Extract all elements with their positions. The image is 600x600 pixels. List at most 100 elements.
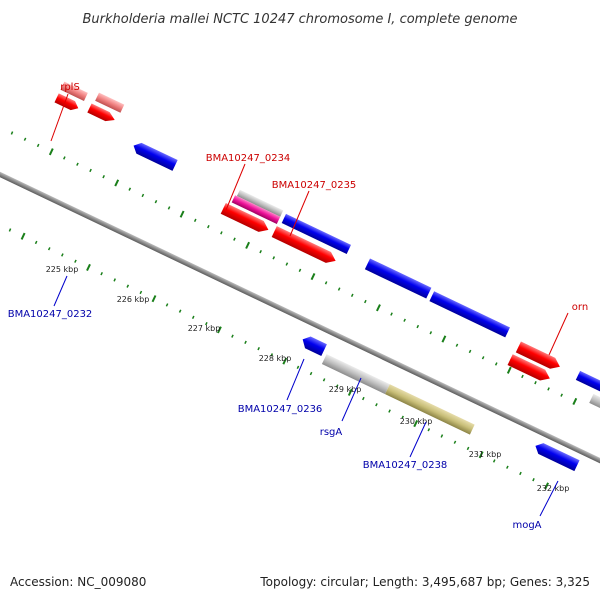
label-bma10247-0234[interactable]: BMA10247_0234 xyxy=(206,153,291,164)
gene-labels: rplS BMA10247_0234 BMA10247_0235 orn BMA… xyxy=(8,82,589,531)
tick-label-227: 227 kbp xyxy=(188,324,221,333)
tick-label-231: 231 kbp xyxy=(469,450,502,459)
gc-skew-tick xyxy=(244,340,247,345)
gc-skew-tick xyxy=(364,299,367,304)
gc-skew-tick xyxy=(245,241,251,249)
gc-skew-tick xyxy=(403,318,406,322)
gc-skew-tick xyxy=(231,334,234,338)
gc-skew-tick xyxy=(126,284,130,288)
gc-skew-tick xyxy=(10,131,14,135)
gc-skew-tick xyxy=(151,295,157,303)
gc-skew-tick xyxy=(390,312,393,316)
label-bma10247-0235[interactable]: BMA10247_0235 xyxy=(272,180,357,191)
label-orn[interactable]: orn xyxy=(572,302,588,313)
gc-skew-tick xyxy=(375,403,378,407)
gene-red-0235-below[interactable] xyxy=(271,226,339,266)
gc-skew-tick xyxy=(76,162,79,166)
label-bma10247-0238[interactable]: BMA10247_0238 xyxy=(363,460,448,471)
genome-backbone xyxy=(0,151,600,484)
gc-skew-tick xyxy=(8,228,12,232)
gc-skew-tick xyxy=(544,482,550,490)
gc-skew-tick xyxy=(416,324,420,329)
gc-skew-tick xyxy=(259,249,262,254)
gc-skew-tick xyxy=(193,218,197,223)
gc-skew-tick xyxy=(560,393,563,397)
gc-skew-tick xyxy=(350,293,354,298)
gc-skew-tick xyxy=(36,143,40,148)
gene-blue-mid-1[interactable] xyxy=(364,258,432,299)
gene-bma10247-0236[interactable] xyxy=(300,334,327,356)
tick-label-225: 225 kbp xyxy=(46,265,79,274)
gc-skew-tick xyxy=(270,353,274,357)
label-rplS[interactable]: rplS xyxy=(60,82,80,93)
gc-skew-tick xyxy=(494,362,498,366)
gc-skew-tick xyxy=(362,396,365,401)
gc-skew-tick xyxy=(427,428,431,432)
gc-skew-tick xyxy=(74,259,77,263)
tick-label-228: 228 kbp xyxy=(259,354,292,363)
gc-skew-tick xyxy=(89,168,92,173)
gene-red-left[interactable] xyxy=(54,93,80,112)
label-rsgA[interactable]: rsgA xyxy=(320,427,343,438)
gc-skew-tick xyxy=(233,237,236,241)
gc-skew-tick xyxy=(61,253,64,257)
tick-label-226: 226 kbp xyxy=(117,295,150,304)
gc-skew-tick xyxy=(335,384,339,388)
gene-bma10247-0235[interactable] xyxy=(281,213,351,254)
map-title: Burkholderia mallei NCTC 10247 chromosom… xyxy=(82,12,517,27)
gc-skew-tick xyxy=(534,381,537,385)
gene-bma10247-0234[interactable] xyxy=(231,195,281,224)
gene-red-rplS-adjacent[interactable] xyxy=(87,103,117,124)
gene-orn[interactable] xyxy=(515,341,563,373)
gc-skew-tick xyxy=(478,451,484,459)
label-bma10247-0236[interactable]: BMA10247_0236 xyxy=(238,404,323,415)
topology-summary: Topology: circular; Length: 3,495,687 bp… xyxy=(259,575,590,589)
gc-skew-tick xyxy=(324,281,328,285)
label-bma10247-0232[interactable]: BMA10247_0232 xyxy=(8,309,93,320)
gene-gray-0234[interactable] xyxy=(236,189,284,217)
gene-blue-far-right[interactable] xyxy=(575,370,600,398)
gc-skew-tick xyxy=(102,174,105,179)
gene-pink-left[interactable] xyxy=(60,81,88,101)
gc-skew-tick xyxy=(272,256,276,260)
gc-skew-tick xyxy=(114,179,120,187)
scale-labels: 225 kbp 226 kbp 227 kbp 228 kbp 229 kbp … xyxy=(46,265,570,493)
gc-skew-tick xyxy=(191,315,195,320)
gene-bma10247-0232[interactable] xyxy=(131,140,178,171)
gc-skew-tick xyxy=(139,290,143,295)
tick-label-230: 230 kbp xyxy=(400,417,433,426)
gene-bma10247-0238[interactable] xyxy=(385,384,475,435)
gene-rsgA[interactable] xyxy=(321,354,390,395)
gc-skew-tick xyxy=(207,224,210,229)
gene-mogA[interactable] xyxy=(533,441,580,472)
gc-skew-tick xyxy=(481,356,485,360)
gc-skew-tick xyxy=(154,199,158,204)
gc-skew-tick xyxy=(23,137,27,141)
gc-skew-tick xyxy=(296,365,300,370)
gc-skew-tick xyxy=(141,193,145,198)
gc-skew-tick xyxy=(220,231,223,235)
gene-red-0234-below[interactable] xyxy=(220,202,271,235)
gene-blue-mid-2[interactable] xyxy=(429,291,510,338)
reverse-strand-features xyxy=(131,140,580,472)
gc-skew-tick xyxy=(47,247,51,251)
gc-skew-tick xyxy=(519,471,522,476)
gc-skew-tick xyxy=(282,357,288,365)
gc-skew-tick xyxy=(48,148,54,156)
gc-skew-tick xyxy=(100,271,103,276)
gc-skew-tick xyxy=(453,440,457,444)
gc-skew-tick xyxy=(178,309,182,313)
forward-strand-features xyxy=(54,81,600,416)
gc-skew-tick xyxy=(429,331,433,335)
gc-skew-tick xyxy=(216,326,222,334)
label-mogA[interactable]: mogA xyxy=(512,520,541,531)
gc-skew-tick xyxy=(376,304,381,312)
gene-gray-far-right[interactable] xyxy=(589,393,600,416)
gene-red-orn-below[interactable] xyxy=(507,354,553,384)
gc-skew-tick xyxy=(20,232,26,240)
gc-skew-tick xyxy=(572,397,578,406)
gc-skew-tick xyxy=(455,343,459,347)
gc-skew-tick xyxy=(63,156,66,160)
gc-skew-tick xyxy=(285,262,289,266)
gene-rplS[interactable] xyxy=(95,92,125,113)
